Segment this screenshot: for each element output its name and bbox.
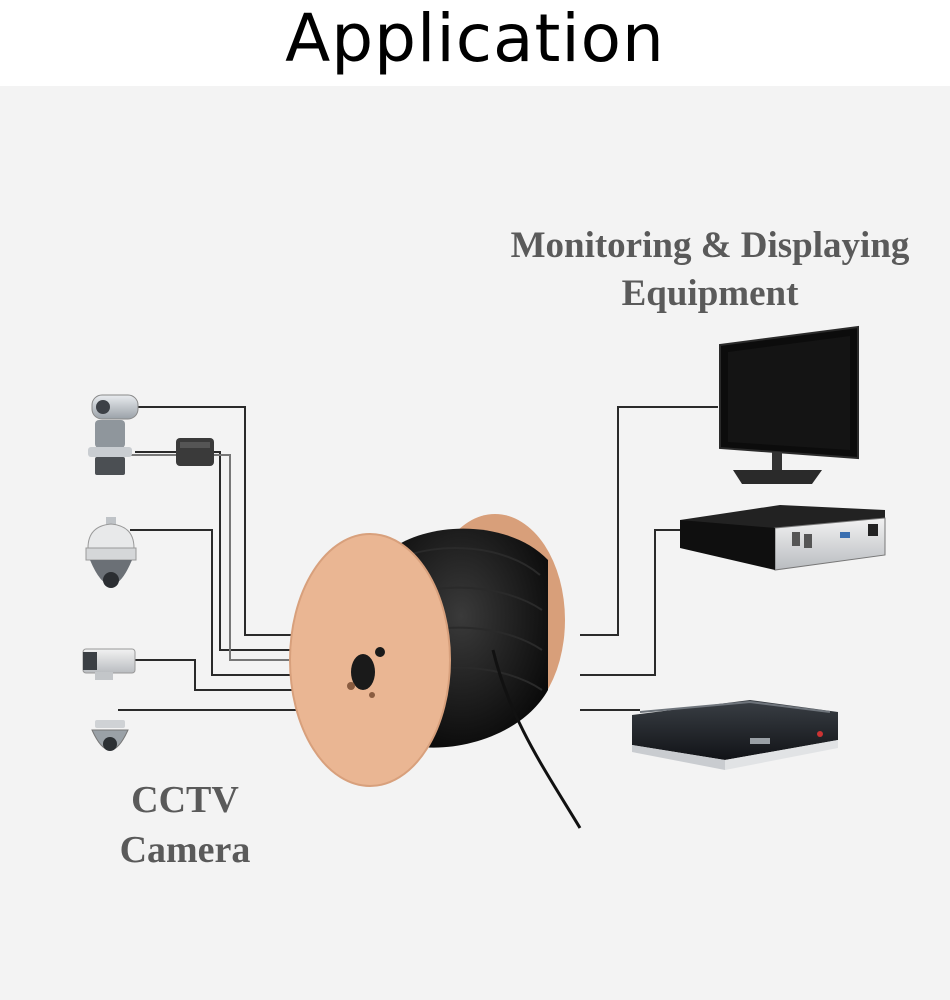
cable-reel-icon	[289, 514, 582, 829]
monitoring-label-line1: Monitoring & Displaying	[510, 225, 910, 266]
page-title: Application	[285, 0, 665, 77]
equipment-cable-lines	[580, 406, 718, 711]
mini-dome-camera-icon	[91, 720, 129, 751]
box-camera-icon	[82, 648, 136, 680]
camera-cable-lines	[118, 406, 300, 711]
ptz-camera-icon	[88, 394, 139, 475]
monitor-icon	[719, 325, 859, 484]
cctv-label-line2: Camera	[119, 829, 251, 871]
speed-dome-camera-icon	[85, 517, 137, 588]
dvr-recorder-icon	[680, 505, 886, 571]
network-video-recorder-icon	[632, 700, 838, 770]
adapter-icon	[176, 438, 214, 466]
cctv-label-line1: CCTV	[131, 779, 239, 821]
monitoring-equipment-label: Monitoring & Displaying Equipment	[495, 222, 925, 318]
monitoring-label-line2: Equipment	[621, 273, 799, 314]
cctv-camera-label: CCTV Camera	[95, 775, 275, 875]
